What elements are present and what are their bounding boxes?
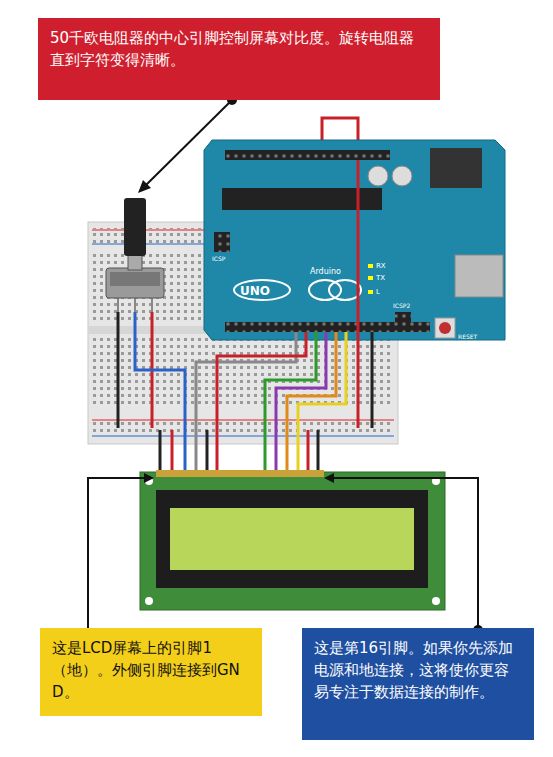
board-marking: TX bbox=[376, 275, 385, 282]
leader-lines bbox=[83, 95, 483, 645]
board-marking: RESET bbox=[458, 334, 477, 340]
board-marking: RX bbox=[376, 263, 386, 270]
board-marking: ICSP2 bbox=[393, 303, 410, 309]
callout-box: 这是LCD屏幕上的引脚1（地）。外侧引脚连接到GND。 bbox=[40, 628, 262, 716]
callout-box: 50千欧电阻器的中心引脚控制屏幕对比度。旋转电阻器直到字符变得清晰。 bbox=[38, 18, 440, 100]
lcd-module bbox=[140, 470, 445, 610]
callout-text: 这是第16引脚。如果你先添加电源和地连接，这将使你更容易专注于数据连接的制作。 bbox=[314, 638, 522, 703]
callout-text: 这是LCD屏幕上的引脚1（地）。外侧引脚连接到GND。 bbox=[52, 638, 250, 703]
arduino-board bbox=[204, 140, 505, 340]
board-marking: ICSP bbox=[212, 256, 225, 262]
wires bbox=[118, 160, 372, 472]
board-marking: Arduino bbox=[310, 268, 341, 276]
board-marking: L bbox=[376, 289, 380, 296]
potentiometer bbox=[106, 198, 164, 312]
board-marking: UNO bbox=[240, 285, 270, 297]
callout-box: 这是第16引脚。如果你先添加电源和地连接，这将使你更容易专注于数据连接的制作。 bbox=[302, 628, 534, 740]
callout-text: 50千欧电阻器的中心引脚控制屏幕对比度。旋转电阻器直到字符变得清晰。 bbox=[50, 28, 428, 72]
